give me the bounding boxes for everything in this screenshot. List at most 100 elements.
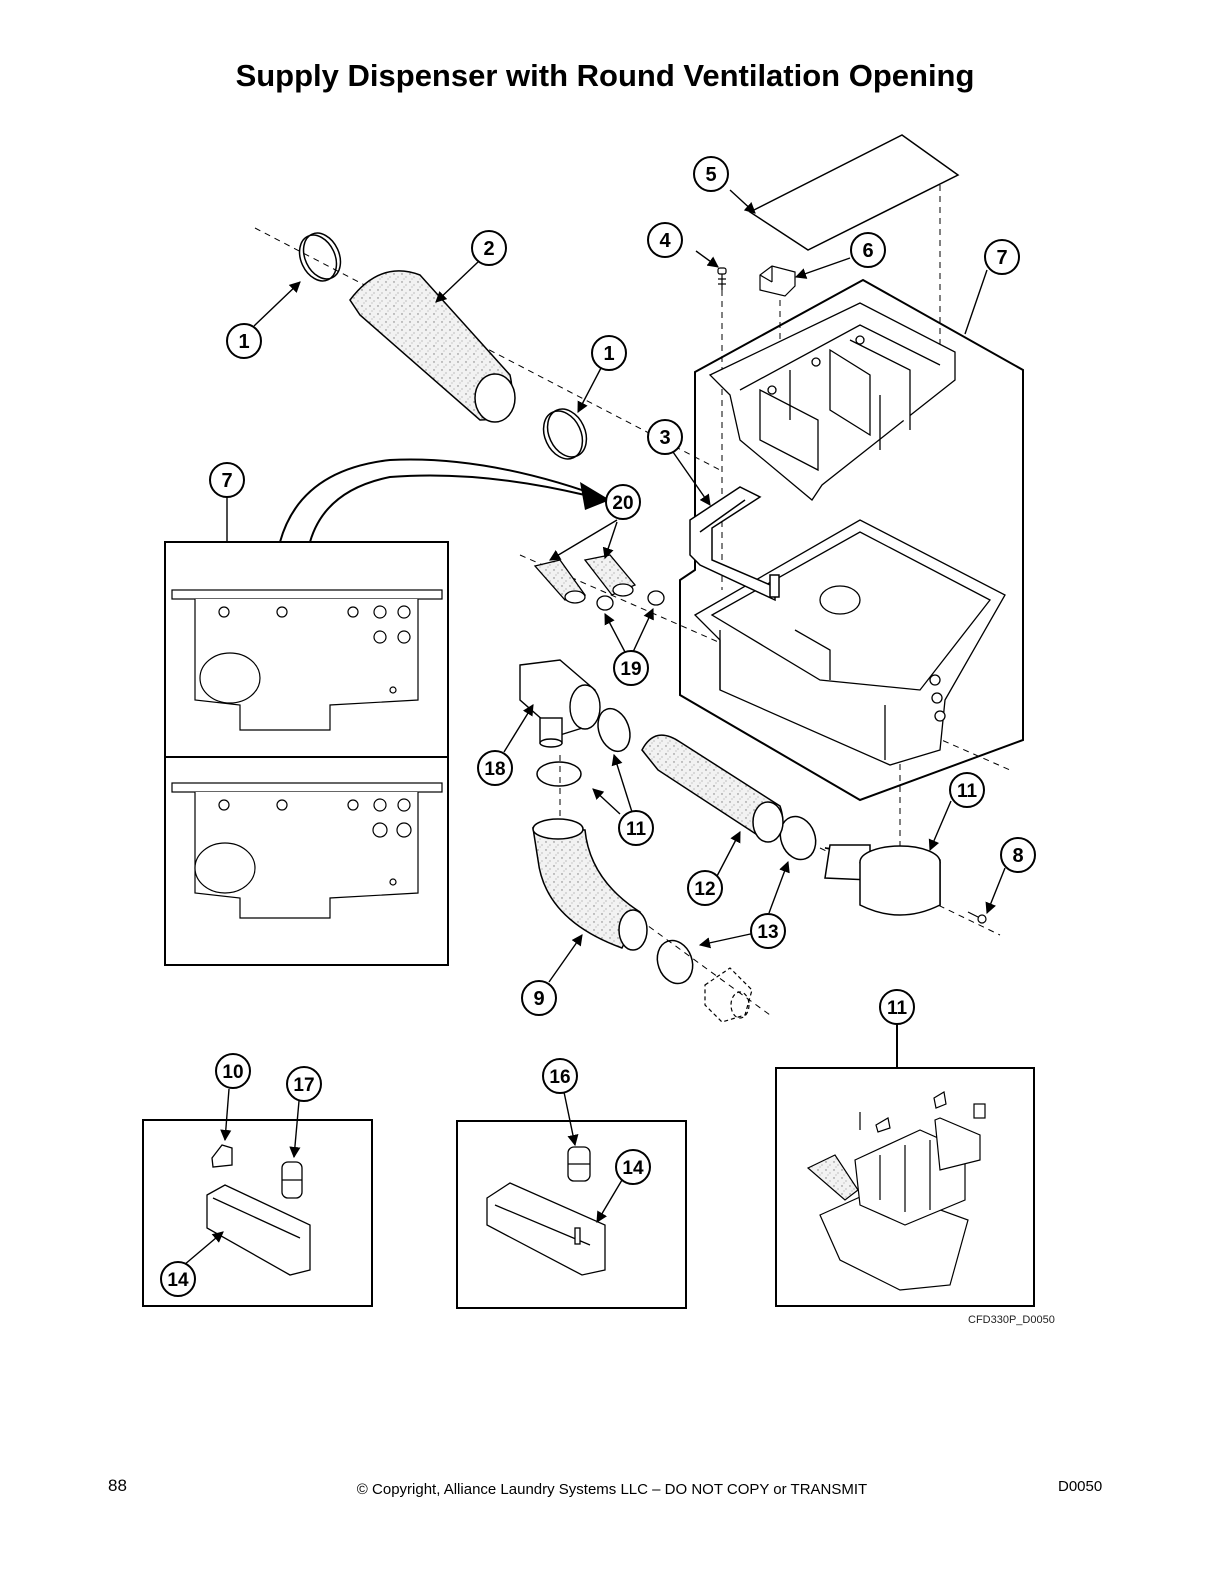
callout-circle (591, 335, 627, 371)
box-middle-parts (486, 1146, 606, 1276)
callout-circle (693, 156, 729, 192)
callout-label: 3 (659, 427, 670, 449)
callout-1: 1 (591, 335, 627, 371)
callout-8: 8 (1000, 837, 1036, 873)
callout-16: 16 (542, 1058, 578, 1094)
callout-label: 10 (222, 1062, 243, 1083)
elbow-hose-part-13 (532, 818, 648, 951)
callout-18: 18 (477, 750, 513, 786)
callout-circle (687, 870, 723, 906)
drawing-reference: CFD330P_D0050 (968, 1314, 1055, 1326)
callout-17: 17 (286, 1066, 322, 1102)
callout-circle (984, 239, 1020, 275)
callout-label: 20 (612, 493, 633, 514)
dispenser-upper-tray (708, 302, 956, 501)
callout-label: 18 (484, 759, 505, 780)
callout-circle (471, 230, 507, 266)
callout-circle (879, 989, 915, 1025)
clamps-part-11 (536, 707, 817, 985)
callout-label: 2 (483, 238, 494, 260)
callout-12: 12 (687, 870, 723, 906)
callout-label: 12 (694, 879, 715, 900)
u-channel-hose-part-3 (689, 486, 780, 602)
callout-11: 11 (618, 810, 654, 846)
box-right-assembly (806, 1091, 986, 1291)
callout-circle (286, 1066, 322, 1102)
callout-circle (605, 484, 641, 520)
straight-hose-part-12 (641, 734, 784, 843)
bottom-boxes (142, 1023, 1035, 1309)
callout-circle (850, 232, 886, 268)
callout-1: 1 (226, 323, 262, 359)
callout-label: 6 (862, 240, 873, 262)
callout-label: 5 (705, 164, 716, 186)
callout-2: 2 (471, 230, 507, 266)
callout-circle (1000, 837, 1036, 873)
callout-label: 17 (293, 1075, 314, 1096)
dispenser-lower-tub (693, 519, 1006, 766)
callout-circle (647, 419, 683, 455)
callout-label: 8 (1012, 845, 1023, 867)
callout-7: 7 (984, 239, 1020, 275)
callout-14: 14 (160, 1261, 196, 1297)
callout-circle (542, 1058, 578, 1094)
callout-circle (750, 913, 786, 949)
callout-circle (618, 810, 654, 846)
callout-label: 11 (957, 781, 978, 802)
callout-label: 11 (887, 998, 908, 1019)
callout-circle (949, 772, 985, 808)
cover-plate-part-5 (748, 134, 960, 251)
callout-label: 1 (603, 343, 614, 365)
callout-9: 9 (521, 980, 557, 1016)
short-hoses-part-20 (533, 554, 637, 604)
callout-label: 9 (533, 988, 544, 1010)
inset-arrowhead (580, 482, 610, 510)
leader-lines-plain (226, 269, 988, 542)
callout-circle (477, 750, 513, 786)
callout-circle (160, 1261, 196, 1297)
screw-part-4 (717, 267, 727, 290)
callout-circle (615, 1149, 651, 1185)
callout-6: 6 (850, 232, 886, 268)
dispenser-assembly-part-7 (679, 278, 1024, 802)
inset-view-upper (171, 589, 443, 731)
callout-10: 10 (215, 1053, 251, 1089)
cap-part-6 (759, 265, 796, 297)
hose-clamp-part-1-lower (542, 408, 588, 460)
callout-11: 11 (949, 772, 985, 808)
document-code: D0050 (1058, 1478, 1103, 1495)
inset-view-lower (171, 782, 443, 919)
leader-lines (183, 189, 1006, 1266)
hose-clamp-part-1-upper (298, 232, 342, 282)
callout-11: 11 (879, 989, 915, 1025)
callout-7: 7 (209, 462, 245, 498)
copyright-notice: © Copyright, Alliance Laundry Systems LL… (356, 1481, 868, 1498)
callout-label: 1 (238, 331, 249, 353)
callout-label: 4 (659, 230, 671, 252)
dashed-outlet (704, 967, 753, 1023)
callout-circle (613, 650, 649, 686)
callout-circle (521, 980, 557, 1016)
callout-circle (647, 222, 683, 258)
callout-14: 14 (615, 1149, 651, 1185)
callout-label: 14 (167, 1270, 189, 1291)
box-left-parts (206, 1144, 311, 1276)
callout-13: 13 (750, 913, 786, 949)
callout-label: 14 (622, 1158, 644, 1179)
callout-label: 7 (221, 470, 232, 492)
callout-label: 11 (626, 819, 647, 840)
callout-circle (209, 462, 245, 498)
screw-part-9 (967, 911, 987, 924)
inset-panel-part-7 (164, 458, 611, 966)
callout-20: 20 (605, 484, 641, 520)
callout-5: 5 (693, 156, 729, 192)
small-clamps-part-19 (596, 590, 665, 611)
callout-circle (215, 1053, 251, 1089)
callout-label: 7 (996, 247, 1007, 269)
valve-part-18 (519, 659, 601, 748)
page-number: 88 (108, 1476, 127, 1495)
callout-3: 3 (647, 419, 683, 455)
callout-label: 13 (757, 922, 778, 943)
